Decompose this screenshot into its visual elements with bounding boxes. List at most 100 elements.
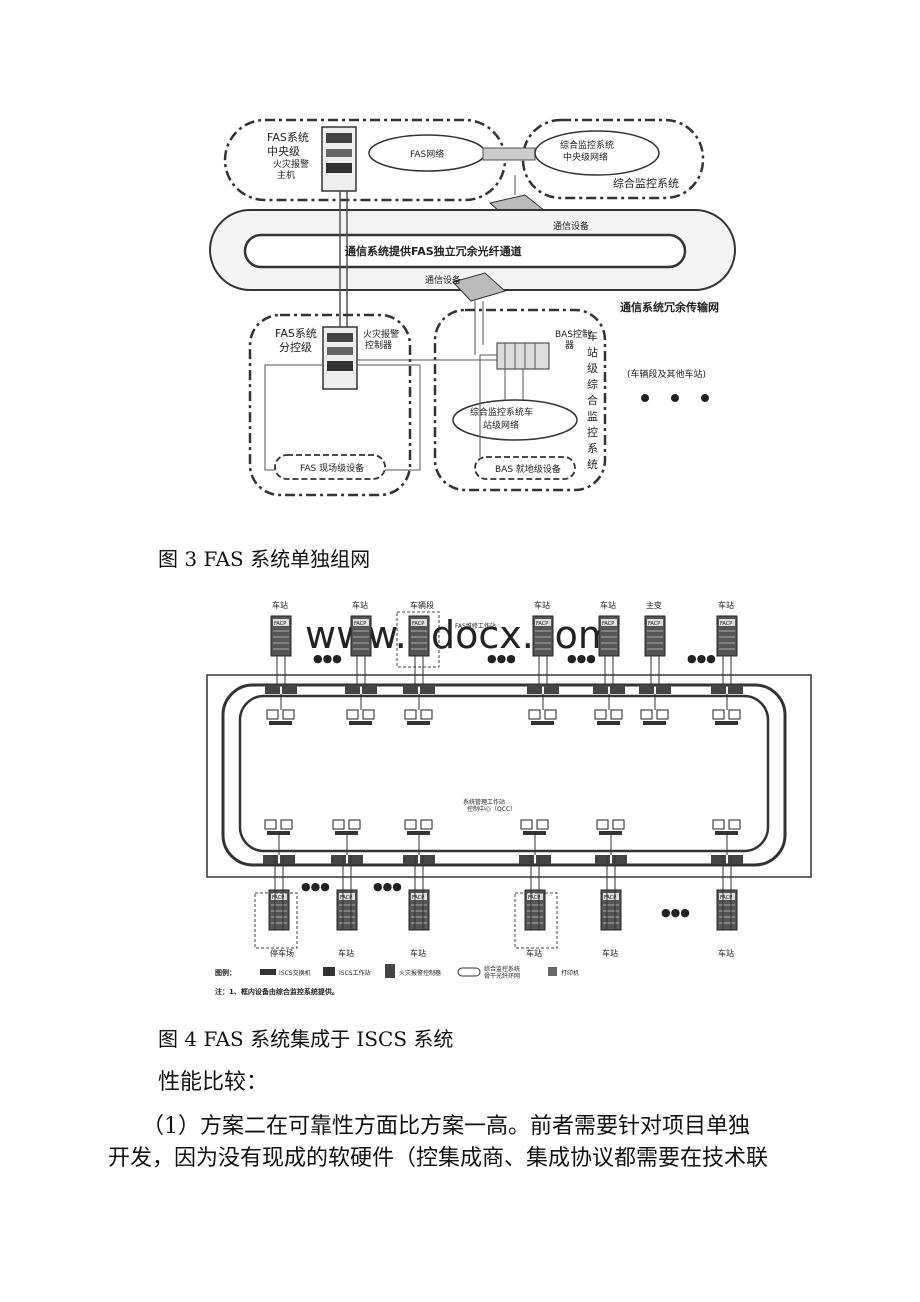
svg-text:综合监控系统骨干光纤环网: 综合监控系统骨干光纤环网 bbox=[484, 965, 520, 980]
figure-4-diagram: www.bdocx.com 车站FACP车站FACP车辆段FACP车站FACP车… bbox=[206, 600, 812, 996]
iscs-label: 综合监控系统 bbox=[613, 176, 679, 190]
iscs-workstation bbox=[332, 819, 345, 830]
iscs-switch bbox=[362, 685, 377, 694]
station-label: 车站 bbox=[718, 600, 734, 610]
iscs-switch bbox=[544, 685, 559, 694]
iscs-switch bbox=[420, 855, 435, 864]
svg-text:综合监控系统车站级网络: 综合监控系统车站级网络 bbox=[470, 406, 533, 431]
iscs-switch bbox=[265, 685, 280, 694]
figure-3-diagram: FAS系统中央级 火灾报警主机 FAS网络 综合监控系统中央级网络 综合监控系统… bbox=[209, 118, 736, 497]
iscs-switch bbox=[595, 855, 610, 864]
iscs-workstation bbox=[656, 709, 669, 720]
iscs-workstation bbox=[520, 819, 533, 830]
station-label: 车站 bbox=[338, 948, 354, 958]
caption-figure-3: 图 3 FAS 系统单独组网 bbox=[158, 547, 371, 571]
svg-text:FACP: FACP bbox=[648, 621, 660, 627]
paragraph-1-line-1: （1）方案二在可靠性方面比方案一高。前者需要针对项目单独 bbox=[142, 1114, 750, 1139]
svg-text:综合监控系统中央级网络: 综合监控系统中央级网络 bbox=[560, 139, 614, 163]
iscs-switch bbox=[348, 855, 363, 864]
svg-text:●●●: ●●● bbox=[567, 652, 596, 665]
iscs-switch bbox=[331, 855, 346, 864]
svg-text:FACP: FACP bbox=[604, 895, 616, 901]
svg-text:FACP: FACP bbox=[340, 895, 352, 901]
iscs-switch bbox=[612, 855, 627, 864]
iscs-switch bbox=[610, 685, 625, 694]
station-label: 车站 bbox=[272, 600, 288, 610]
svg-text:FACP: FACP bbox=[412, 895, 424, 901]
svg-text:FAS系统分控级: FAS系统分控级 bbox=[275, 327, 317, 354]
caption-figure-4: 图 4 FAS 系统集成于 ISCS 系统 bbox=[158, 1027, 454, 1051]
svg-text:打印机: 打印机 bbox=[561, 969, 579, 977]
iscs-workstation bbox=[346, 709, 359, 720]
svg-text:BAS控制器: BAS控制器 bbox=[555, 328, 591, 351]
svg-text:FACP: FACP bbox=[602, 621, 614, 627]
comm-device2-label: 通信设备 bbox=[425, 274, 461, 286]
iscs-workstation bbox=[404, 709, 417, 720]
station-label: 车站 bbox=[352, 600, 368, 610]
fiber-channel-label: 通信系统提供FAS独立冗余光纤通道 bbox=[345, 244, 522, 258]
iscs-switch bbox=[728, 855, 743, 864]
iscs-workstation bbox=[728, 819, 741, 830]
iscs-switch bbox=[280, 855, 295, 864]
svg-text:ISCS交换机: ISCS交换机 bbox=[279, 969, 311, 977]
svg-text:控: 控 bbox=[587, 425, 598, 439]
svg-text:●●●: ●●● bbox=[661, 906, 690, 919]
iscs-switch bbox=[527, 685, 542, 694]
svg-text:火灾报警主机: 火灾报警主机 bbox=[273, 158, 309, 181]
svg-text:火灾报警控制器: 火灾报警控制器 bbox=[399, 969, 441, 977]
iscs-switch bbox=[282, 685, 297, 694]
iscs-workstation bbox=[640, 709, 653, 720]
iscs-workstation bbox=[712, 819, 725, 830]
iscs-workstation bbox=[528, 709, 541, 720]
iscs-workstation bbox=[536, 819, 549, 830]
depot-ws-label: FAS维修工作站 bbox=[455, 622, 496, 630]
iscs-workstation bbox=[348, 819, 361, 830]
svg-text:合: 合 bbox=[587, 393, 598, 407]
iscs-workstation bbox=[712, 709, 725, 720]
iscs-workstation bbox=[404, 819, 417, 830]
svg-text:FACP: FACP bbox=[354, 621, 366, 627]
iscs-switch bbox=[639, 685, 654, 694]
svg-text:●●●: ●●● bbox=[301, 880, 330, 893]
iscs-switch bbox=[263, 855, 278, 864]
svg-text:FACP: FACP bbox=[412, 621, 424, 627]
iscs-switch bbox=[403, 685, 418, 694]
iscs-switch bbox=[711, 855, 726, 864]
depot-label: (车辆段及其他车站) bbox=[627, 368, 706, 380]
iscs-switch bbox=[536, 855, 551, 864]
iscs-switch bbox=[519, 855, 534, 864]
iscs-workstation bbox=[420, 709, 433, 720]
svg-text:●●●: ●●● bbox=[487, 652, 516, 665]
legend: 图例： ISCS交换机 ISCS工作站 火灾报警控制器 综合监控系统骨干光纤环网… bbox=[215, 964, 579, 996]
station-label: 车站 bbox=[534, 600, 550, 610]
iscs-workstation bbox=[280, 819, 293, 830]
station-label: 车站 bbox=[602, 948, 618, 958]
svg-text:●●●: ●●● bbox=[373, 880, 402, 893]
svg-text:FACP: FACP bbox=[720, 621, 732, 627]
note: 注：1、框内设备由综合监控系统提供。 bbox=[215, 987, 339, 996]
iscs-switch bbox=[593, 685, 608, 694]
iscs-switch bbox=[656, 685, 671, 694]
performance-heading: 性能比较： bbox=[158, 1070, 269, 1095]
iscs-workstation bbox=[362, 709, 375, 720]
svg-text:●●●: ●●● bbox=[313, 652, 342, 665]
redundant-net-label: 通信系统冗余传输网 bbox=[620, 300, 719, 314]
iscs-workstation bbox=[612, 819, 625, 830]
iscs-switch bbox=[420, 685, 435, 694]
iscs-workstation bbox=[420, 819, 433, 830]
iscs-workstation bbox=[596, 819, 609, 830]
svg-text:火灾报警控制器: 火灾报警控制器 bbox=[363, 328, 399, 351]
svg-text:图例：: 图例： bbox=[215, 968, 236, 977]
svg-text:监: 监 bbox=[587, 410, 598, 423]
iscs-switch bbox=[711, 685, 726, 694]
svg-text:FACP: FACP bbox=[528, 895, 540, 901]
station-label: 车站 bbox=[410, 948, 426, 958]
svg-text:●●●: ●●● bbox=[687, 652, 716, 665]
svg-text:统: 统 bbox=[587, 458, 598, 471]
fas-central-label: FAS系统中央级 bbox=[267, 131, 309, 158]
svg-text:站: 站 bbox=[587, 345, 598, 359]
fas-field-label: FAS 现场级设备 bbox=[300, 462, 364, 474]
station-label: 车站 bbox=[600, 600, 616, 610]
